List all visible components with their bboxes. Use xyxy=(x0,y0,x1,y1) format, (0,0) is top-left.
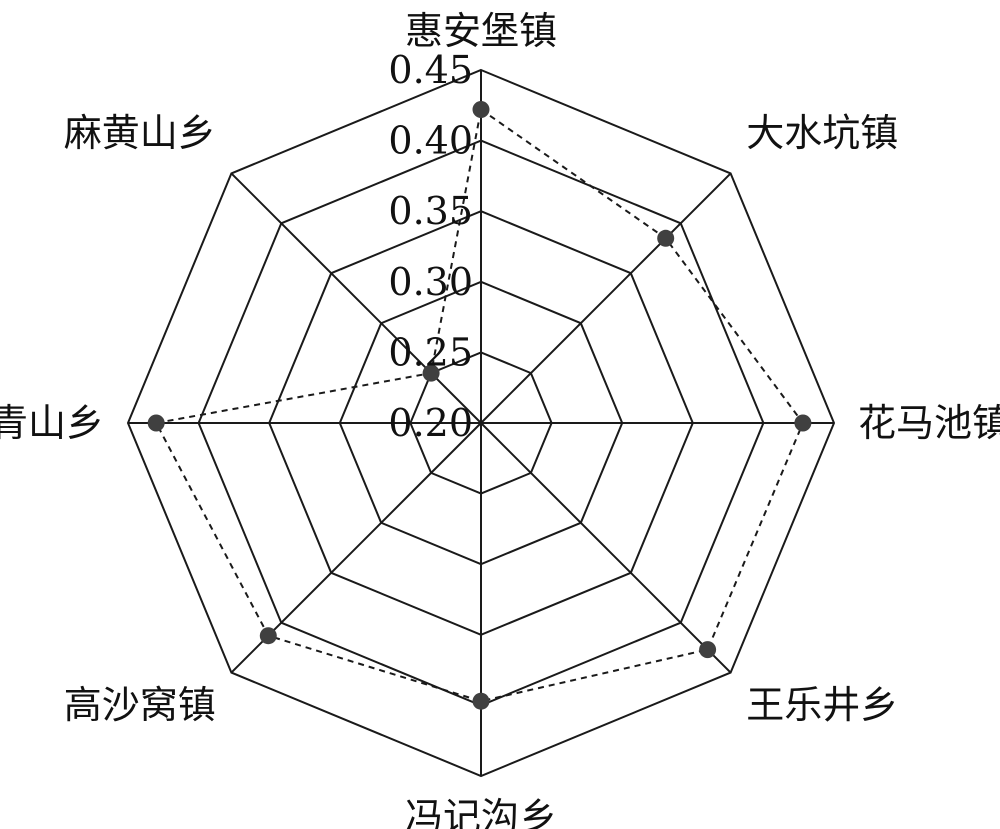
data-point xyxy=(147,414,165,432)
category-label: 青山乡 xyxy=(0,401,104,445)
axis-spoke xyxy=(230,172,482,424)
data-point xyxy=(472,101,490,118)
data-point xyxy=(422,364,440,382)
axis-spoke xyxy=(480,422,732,674)
tick-label: 0.25 xyxy=(388,330,473,374)
category-label: 冯记沟乡 xyxy=(405,795,557,829)
tick-label: 0.30 xyxy=(388,260,473,304)
radar-grid xyxy=(126,68,836,778)
data-point xyxy=(657,229,675,247)
tick-label: 0.40 xyxy=(388,119,473,163)
data-point xyxy=(259,627,277,645)
tick-label: 0.35 xyxy=(388,189,473,233)
data-point xyxy=(472,692,490,710)
tick-label: 0.45 xyxy=(388,48,473,92)
radar-series xyxy=(147,101,812,710)
category-label: 王乐井乡 xyxy=(746,683,898,727)
radial-tick-labels: 0.20 0.25 0.30 0.35 0.40 0.45 xyxy=(388,48,473,445)
axis-spoke xyxy=(480,172,732,424)
data-point xyxy=(699,641,717,659)
category-label: 惠安堡镇 xyxy=(405,9,557,53)
series-line xyxy=(154,107,805,703)
category-label: 大水坑镇 xyxy=(746,111,898,155)
tick-label: 0.20 xyxy=(388,401,473,445)
category-label: 高沙窝镇 xyxy=(64,683,216,727)
data-point xyxy=(794,414,812,432)
category-label: 麻黄山乡 xyxy=(64,111,216,155)
category-label: 花马池镇 xyxy=(858,401,1000,445)
